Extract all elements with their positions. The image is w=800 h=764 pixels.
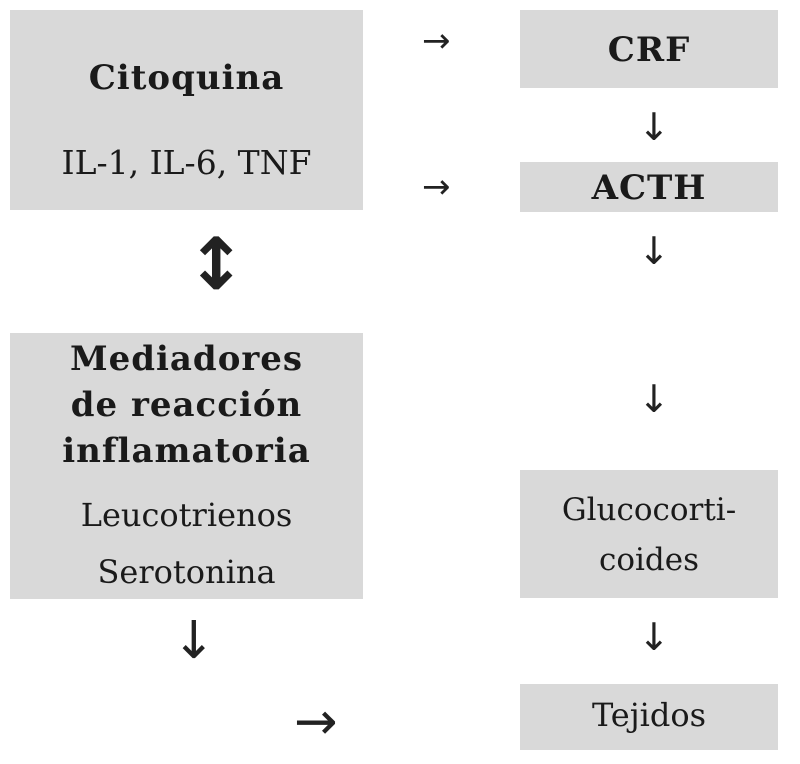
arrow-right-to-tissues: →	[294, 692, 338, 752]
cytokine-title: Citoquina	[88, 58, 285, 98]
arrow-right-to-crf: →	[422, 21, 451, 61]
cytokine-box: Citoquina IL-1, IL-6, TNF	[10, 10, 363, 210]
tissues-label: Tejidos	[591, 696, 707, 734]
arrow-down-from-acth: ↓	[638, 229, 670, 273]
glucocorticoids-line2: coides	[598, 542, 700, 578]
mediators-title-line1: Mediadores	[69, 339, 304, 379]
mediators-box: Mediadores de reacción inflamatoria Leuc…	[10, 333, 363, 599]
glucocorticoids-line1: Glucocorti-	[561, 492, 737, 528]
mediators-item-serotonin: Serotonina	[97, 553, 276, 591]
crf-box: CRF	[520, 10, 778, 88]
arrow-down-from-mediators: ↓	[172, 611, 216, 671]
acth-box: ACTH	[520, 162, 778, 212]
acth-label: ACTH	[591, 168, 707, 208]
mediators-item-leukotrienes: Leucotrienos	[80, 496, 293, 534]
arrow-down-crf-to-acth: ↓	[638, 105, 670, 149]
cytokine-items: IL-1, IL-6, TNF	[61, 143, 312, 182]
arrow-down-to-glucocorticoids: ↓	[638, 377, 670, 421]
tissues-box: Tejidos	[520, 684, 778, 750]
crf-label: CRF	[607, 30, 691, 70]
arrow-down-to-tissues: ↓	[638, 615, 670, 659]
arrow-bidirectional-cytokine-mediators: ↕	[186, 222, 247, 306]
mediators-title-line3: inflamatoria	[62, 431, 311, 471]
glucocorticoids-box: Glucocorti- coides	[520, 470, 778, 598]
arrow-right-to-acth: →	[422, 167, 451, 207]
mediators-title-line2: de reacción	[70, 385, 303, 425]
